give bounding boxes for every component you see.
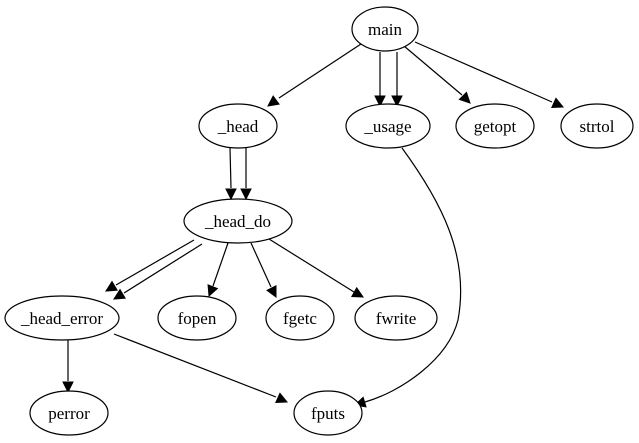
edge-head-to-head_do <box>240 148 252 201</box>
edge-line <box>229 147 232 189</box>
arrowhead <box>374 95 386 108</box>
node-ellipse <box>157 295 237 341</box>
edge-line <box>212 242 229 287</box>
node-head-do: _head_do <box>183 198 293 244</box>
node-fputs: fputs <box>293 390 363 436</box>
edges-layer <box>62 41 565 408</box>
edge-head_do-to-fgetc <box>250 242 277 298</box>
node-fgetc: fgetc <box>265 295 335 341</box>
arrowhead <box>62 381 74 394</box>
edge-line <box>113 333 277 398</box>
node-label: _head_error <box>20 309 103 328</box>
edge-line <box>123 243 203 294</box>
arrowhead <box>225 188 237 201</box>
node-ellipse <box>183 198 293 244</box>
node-ellipse <box>354 295 438 341</box>
node-ellipse <box>560 103 634 149</box>
edge-head_error-to-fputs <box>113 333 289 403</box>
edge-line <box>403 45 463 96</box>
node-head: _head <box>198 103 278 149</box>
edge-main-to-usage <box>391 52 403 108</box>
arrowhead <box>240 188 252 201</box>
node-ellipse <box>345 103 431 149</box>
edge-line <box>268 238 355 293</box>
arrowhead <box>551 97 565 108</box>
edge-line <box>364 147 462 403</box>
edge-head_do-to-fwrite <box>268 238 364 298</box>
nodes-layer: main _head _usage getopt strtol _head_do _head… <box>4 6 634 436</box>
node-fopen: fopen <box>157 295 237 341</box>
node-label: fwrite <box>376 309 417 328</box>
node-main: main <box>351 6 419 52</box>
edge-line <box>115 239 195 286</box>
node-ellipse <box>351 6 419 52</box>
node-label: getopt <box>474 117 517 136</box>
arrowhead <box>105 280 118 292</box>
arrowhead <box>458 91 471 104</box>
edge-line <box>278 43 362 99</box>
arrowhead <box>391 95 403 108</box>
node-ellipse <box>293 390 363 436</box>
node-label: fputs <box>311 404 345 423</box>
edge-line <box>414 41 553 103</box>
node-ellipse <box>455 103 535 149</box>
node-fwrite: fwrite <box>354 295 438 341</box>
node-label: fgetc <box>283 309 317 328</box>
arrowhead <box>275 392 289 403</box>
node-strtol: strtol <box>560 103 634 149</box>
edge-main-to-usage <box>374 52 386 108</box>
edge-head_error-to-perror <box>62 340 74 394</box>
node-ellipse <box>4 295 120 341</box>
node-ellipse <box>29 390 109 436</box>
edge-usage-to-fputs <box>353 147 462 408</box>
edge-head_do-to-fopen <box>207 242 229 298</box>
edge-head-to-head_do <box>225 147 237 201</box>
node-ellipse <box>265 295 335 341</box>
arrowhead <box>113 288 126 300</box>
node-label: _head_do <box>204 212 271 231</box>
edge-main-to-getopt <box>403 45 471 104</box>
arrowhead <box>207 284 219 298</box>
edge-head_do-to-head_error <box>113 243 203 300</box>
node-label: _head <box>217 117 259 136</box>
arrowhead <box>351 286 364 298</box>
node-ellipse <box>198 103 278 149</box>
node-label: main <box>368 20 402 39</box>
node-label: fopen <box>178 309 217 328</box>
node-label: perror <box>48 404 90 423</box>
node-getopt: getopt <box>455 103 535 149</box>
node-usage: _usage <box>345 103 431 149</box>
edge-main-to-strtol <box>414 41 565 108</box>
node-perror: perror <box>29 390 109 436</box>
edge-head_do-to-head_error <box>105 239 195 292</box>
node-label: strtol <box>580 117 615 136</box>
node-label: _usage <box>363 117 411 136</box>
node-head-error: _head_error <box>4 295 120 341</box>
arrowhead <box>266 285 277 298</box>
arrowhead <box>267 95 280 107</box>
edge-line <box>250 242 272 288</box>
edge-main-to-head <box>267 43 362 107</box>
